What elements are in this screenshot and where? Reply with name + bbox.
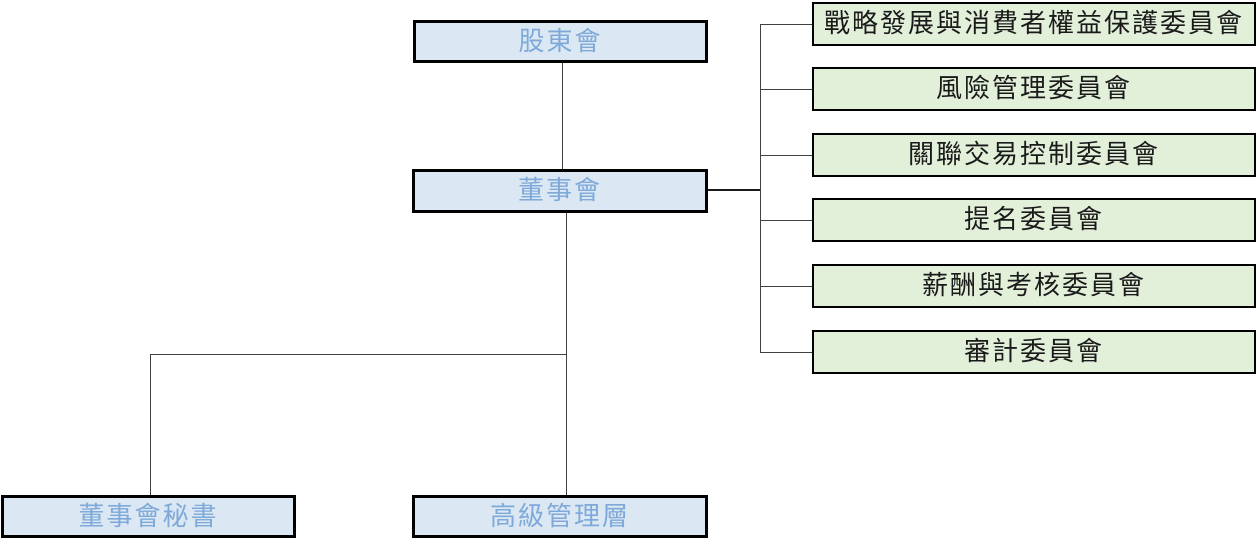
node-committee-risk-management: 風險管理委員會	[812, 67, 1256, 111]
node-label: 審計委員會	[963, 337, 1104, 367]
connector-committee-stub-2	[761, 89, 812, 90]
connector-board-trunk	[566, 213, 567, 354]
node-senior-management: 高級管理層	[412, 495, 708, 538]
node-label: 董事會	[517, 176, 602, 206]
connector-board-committees	[708, 189, 761, 191]
node-label: 關聯交易控制委員會	[907, 140, 1160, 170]
node-committee-remuneration-appraisal: 薪酬與考核委員會	[812, 264, 1256, 308]
connector-committee-stub-1	[761, 24, 812, 25]
node-board-of-directors: 董事會	[412, 169, 708, 213]
node-label: 股東會	[518, 26, 603, 57]
connector-branch-horizontal	[150, 354, 567, 355]
node-committee-audit: 審計委員會	[812, 330, 1256, 374]
node-committee-nomination: 提名委員會	[812, 198, 1256, 242]
connector-branch-board-secretary	[150, 354, 151, 495]
connector-committee-stub-3	[761, 155, 812, 156]
node-committee-related-transaction-control: 關聯交易控制委員會	[812, 133, 1256, 177]
node-shareholders-meeting: 股東會	[413, 20, 708, 63]
node-label: 高級管理層	[489, 501, 630, 532]
connector-committee-stub-5	[761, 286, 812, 287]
node-committee-strategy-consumer-protection: 戰略發展與消費者權益保護委員會	[812, 2, 1256, 46]
connector-committee-stub-6	[761, 352, 812, 353]
connector-committee-spine	[760, 24, 761, 353]
node-label: 薪酬與考核委員會	[921, 271, 1146, 301]
connector-shareholders-board	[562, 63, 563, 169]
node-label: 戰略發展與消費者權益保護委員會	[823, 9, 1244, 39]
connector-branch-senior-management	[566, 354, 567, 495]
node-board-secretary: 董事會秘書	[1, 495, 296, 538]
node-label: 董事會秘書	[78, 501, 219, 532]
connector-committee-stub-4	[761, 220, 812, 221]
node-label: 風險管理委員會	[935, 74, 1132, 104]
node-label: 提名委員會	[963, 205, 1104, 235]
